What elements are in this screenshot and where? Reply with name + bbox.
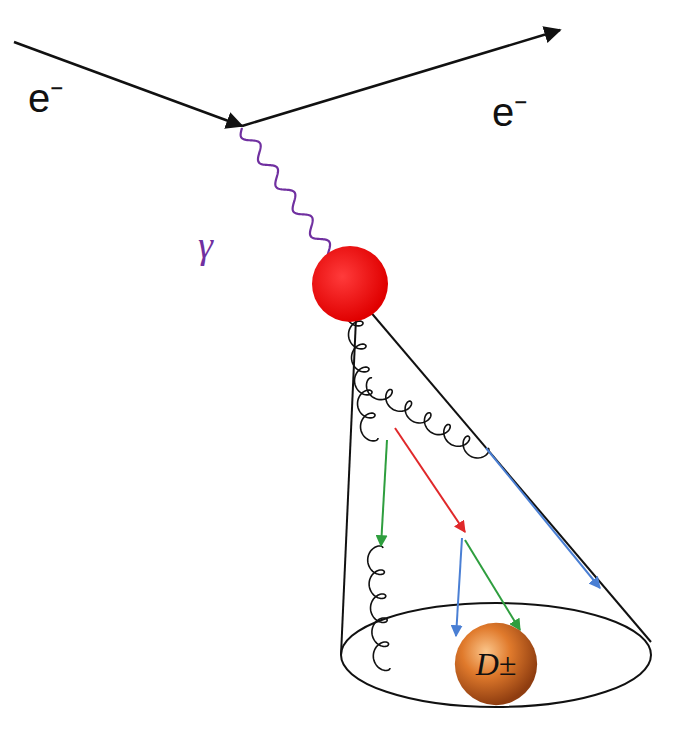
electron-label: e⁻ xyxy=(28,78,64,118)
quark-line xyxy=(456,538,462,636)
cone-base xyxy=(341,603,651,707)
quark-line xyxy=(381,440,387,546)
electron-label: e⁻ xyxy=(492,92,528,132)
quark-line xyxy=(395,428,465,532)
quark-line xyxy=(486,448,600,588)
hadron-sphere xyxy=(455,623,537,705)
hadron-label: D± xyxy=(476,648,517,680)
incoming-electron xyxy=(14,42,242,126)
cone-edge xyxy=(357,296,651,642)
photon-label: γ xyxy=(198,226,213,264)
interaction-vertex xyxy=(312,246,388,322)
hadron-ball: D± xyxy=(454,622,538,706)
quark-line xyxy=(465,540,520,630)
gluon-line xyxy=(368,546,390,670)
gluon-line xyxy=(366,378,488,458)
